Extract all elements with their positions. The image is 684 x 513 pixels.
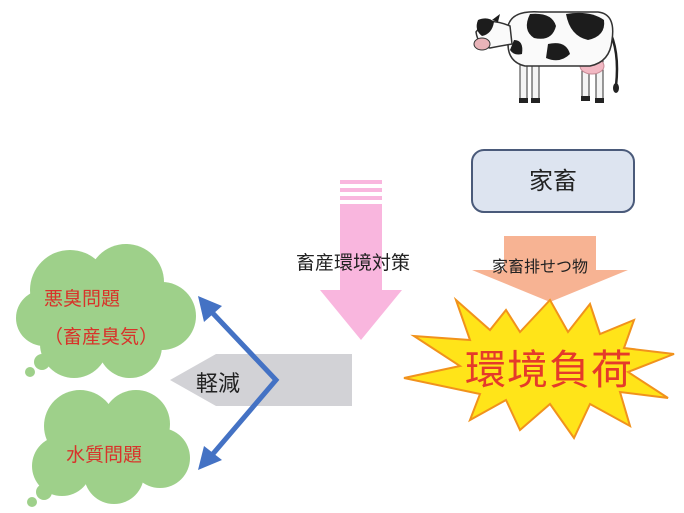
water-problem-label: 水質問題	[66, 444, 143, 466]
odor-detail-label: （畜産臭気）	[44, 326, 159, 348]
excreta-label: 家畜排せつ物	[492, 257, 589, 276]
countermeasure-label: 畜産環境対策	[296, 252, 411, 274]
reduction-label: 軽減	[196, 372, 241, 397]
water-problem-cloud	[27, 390, 190, 507]
environmental-burden-burst	[403, 296, 675, 440]
odor-problem-label: 悪臭問題	[44, 288, 121, 310]
environmental-burden-label: 環境負荷	[465, 346, 633, 394]
livestock-box	[471, 149, 635, 213]
odor-problem-cloud	[16, 244, 196, 378]
reduction-arrow	[170, 354, 352, 406]
countermeasure-arrow	[320, 180, 402, 340]
holstein-cow-icon	[473, 11, 619, 103]
livestock-label: 家畜	[529, 167, 577, 195]
excreta-arrow	[472, 236, 628, 302]
effect-arrows	[198, 296, 280, 470]
